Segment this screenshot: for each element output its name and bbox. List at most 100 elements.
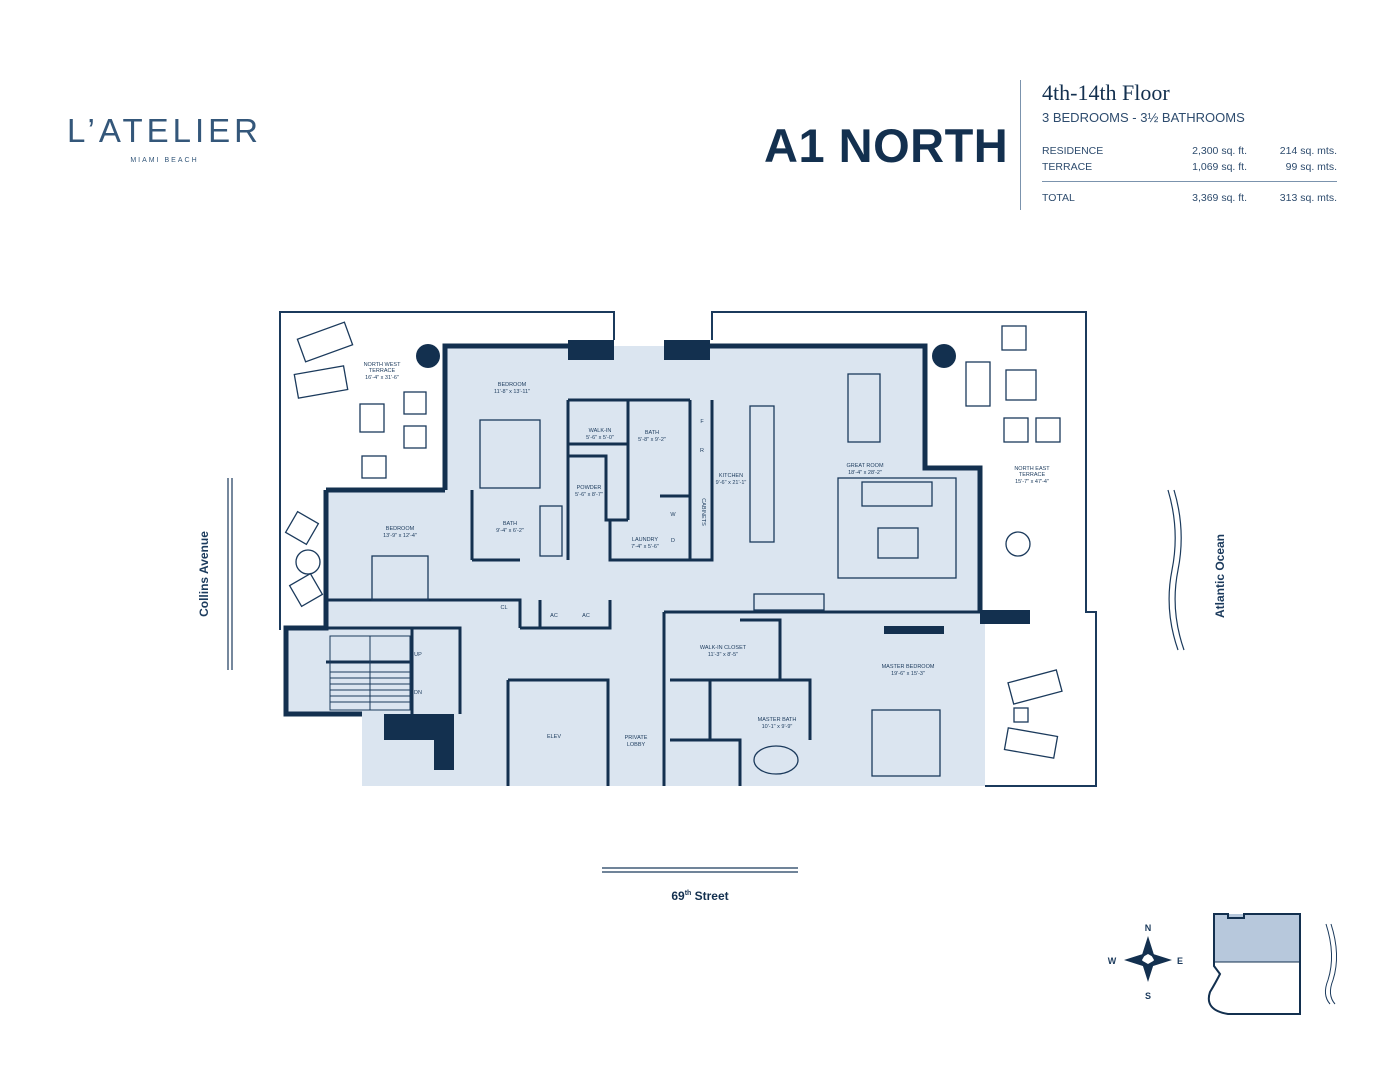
bed-master (871, 709, 941, 777)
header-divider (1020, 80, 1021, 210)
master-bath-label: MASTER BATH (758, 717, 797, 723)
bed-north (479, 419, 541, 489)
bathtub (753, 745, 799, 775)
area-label: RESIDENCE (1042, 145, 1104, 157)
walkin-closet-label: WALK-IN CLOSET (700, 645, 747, 651)
bedroom-north-label: BEDROOM (498, 382, 527, 388)
compass-e: E (1177, 956, 1183, 966)
master-bedroom-label: MASTER BEDROOM (882, 664, 935, 670)
street-south-number: 69 (671, 889, 685, 903)
stair (329, 635, 411, 711)
compass: N S W E (1108, 923, 1183, 1001)
bed-furniture (371, 419, 941, 777)
street-west-label: Collins Avenue (197, 531, 211, 617)
area-row-total: TOTAL 3,369 sq. ft. 313 sq. mts. (1042, 192, 1337, 208)
nw-terrace-label-2: TERRACE (369, 368, 396, 374)
elev-label: ELEV (547, 734, 561, 740)
living-furniture (539, 373, 957, 775)
stair-treads (330, 671, 410, 703)
area-mts: 214 sq. mts. (1279, 145, 1337, 157)
area-label: TERRACE (1042, 161, 1093, 173)
stair-down-label: DN (414, 690, 422, 696)
area-table: RESIDENCE 2,300 sq. ft. 214 sq. mts. TER… (1042, 145, 1337, 208)
great-room-label: GREAT ROOM (846, 463, 883, 469)
street-south-name: Street (691, 889, 729, 903)
area-sqft: 1,069 sq. ft. (1192, 161, 1247, 173)
terrace-outlines (279, 311, 1097, 787)
master-vanity (753, 593, 825, 611)
ne-terrace-label: NORTH EAST (1014, 466, 1050, 472)
area-row-residence: RESIDENCE 2,300 sq. ft. 214 sq. mts. (1042, 145, 1337, 161)
ac-label-1: AC (550, 613, 558, 619)
living-area (837, 477, 957, 579)
bath-west-label: BATH (503, 521, 517, 527)
bed-west (371, 555, 429, 601)
bath-west-dim: 9'-4" x 6'-2" (496, 528, 524, 534)
compass-n: N (1145, 923, 1152, 933)
street-south-suffix: th (684, 890, 692, 897)
laundry-dim: 7'-4" x 5'-6" (631, 544, 659, 550)
lobby-label: PRIVATE (625, 735, 648, 741)
ocean-wave-lines (1167, 489, 1185, 651)
great-room-dim: 18'-4" x 28'-2" (848, 470, 882, 476)
area-rule (1042, 181, 1337, 182)
compass-w: W (1108, 956, 1117, 966)
bath-north-label: BATH (645, 430, 659, 436)
powder-label: POWDER (577, 485, 602, 491)
closet-label: CL (500, 605, 507, 611)
sofa (861, 481, 933, 507)
terrace-furniture (284, 321, 1063, 759)
area-mts: 99 sq. mts. (1285, 161, 1337, 173)
range-label: R (700, 448, 704, 454)
walkin-north-label: WALK-IN (589, 428, 612, 434)
unit-title: A1 NORTH (764, 119, 1009, 172)
bedroom-west-label: BEDROOM (386, 526, 415, 532)
exterior-walls (283, 343, 983, 717)
compass-north-arrow (1141, 936, 1155, 958)
street-east-label: Atlantic Ocean (1213, 534, 1227, 618)
stair-up-label: UP (414, 652, 422, 658)
kitchen-island (749, 405, 775, 543)
total-mts: 313 sq. mts. (1279, 192, 1337, 204)
lobby-label-2: LOBBY (627, 742, 646, 748)
brand-logo: L’ATELIER MIAMI BEACH (62, 114, 267, 164)
ac-label-2: AC (582, 613, 590, 619)
69th-street-lines (602, 867, 798, 873)
washer-label: W (670, 512, 676, 518)
laundry-label: LAUNDRY (632, 537, 659, 543)
area-sqft: 2,300 sq. ft. (1192, 145, 1247, 157)
interior-walls (286, 398, 980, 786)
compass-east-arrow (1150, 953, 1172, 967)
coffee-table (877, 527, 919, 559)
ne-terrace-dim: 15'-7" x 47'-4" (1015, 479, 1049, 485)
powder-dim: 5'-6" x 8'-7" (575, 492, 603, 498)
bedroom-west-dim: 13'-9" x 12'-4" (383, 533, 417, 539)
structural-columns (384, 340, 1030, 770)
master-bedroom-dim: 19'-6" x 15'-3" (891, 671, 925, 677)
nw-terrace-label: NORTH WEST (364, 362, 402, 368)
room-summary: 3 BEDROOMS - 3½ BATHROOMS (1042, 110, 1245, 125)
bath-tub-west (539, 505, 563, 557)
walkin-north-dim: 5'-6" x 5'-0" (586, 435, 614, 441)
bath-north-dim: 5'-8" x 9'-2" (638, 437, 666, 443)
master-bath-dim: 10'-1" x 9'-9" (762, 724, 793, 730)
street-south-label: 69th Street (600, 889, 800, 903)
fridge-label: F (700, 419, 704, 425)
bedroom-north-dim: 11'-8" x 13'-11" (494, 389, 530, 395)
area-row-terrace: TERRACE 1,069 sq. ft. 99 sq. mts. (1042, 161, 1337, 177)
kitchen-label: KITCHEN (719, 473, 743, 479)
brand-location: MIAMI BEACH (130, 157, 199, 164)
total-sqft: 3,369 sq. ft. (1192, 192, 1247, 204)
nw-terrace-dim: 16'-4" x 31'-6" (365, 375, 399, 381)
key-plan (1207, 913, 1337, 1015)
walkin-closet-dim: 11'-3" x 8'-5" (708, 652, 738, 658)
total-label: TOTAL (1042, 192, 1075, 204)
cabinets-label: CABINETS (700, 498, 706, 526)
room-labels: NORTH WEST TERRACE 16'-4" x 31'-6" BEDRO… (364, 362, 1051, 748)
compass-west-arrow (1124, 953, 1146, 967)
kitchen-dim: 9'-6" x 21'-1" (716, 480, 747, 486)
dining-table (847, 373, 881, 443)
brand-name: L’ATELIER (67, 112, 262, 149)
floor-range: 4th-14th Floor (1042, 80, 1170, 105)
